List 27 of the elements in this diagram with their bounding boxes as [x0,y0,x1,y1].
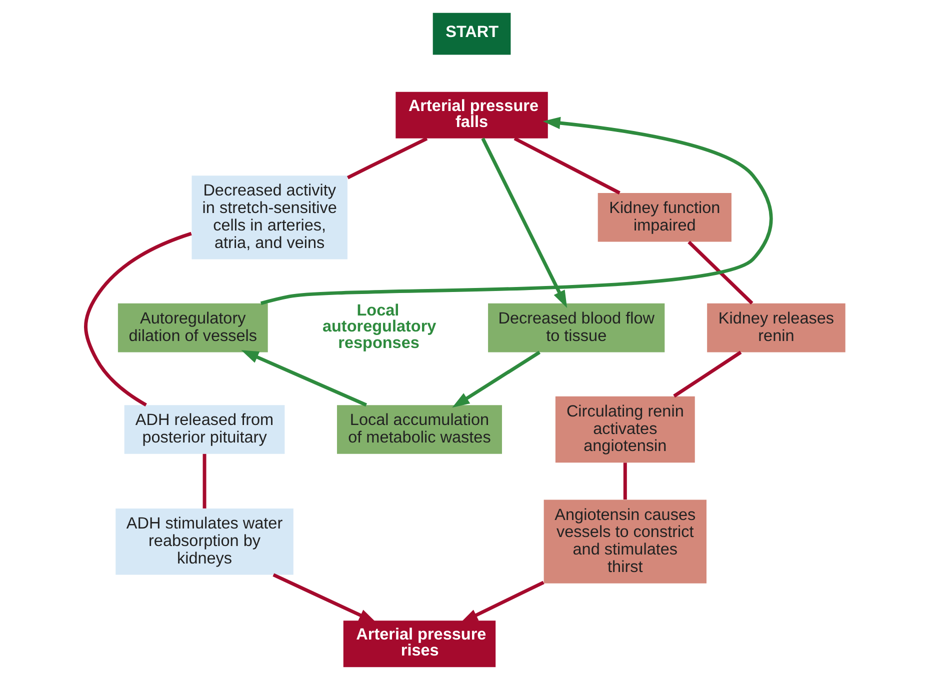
connector [623,462,627,500]
node-box: Arterial pressure rises [343,620,496,668]
arrow [241,350,367,407]
connector [202,454,206,508]
node-box: Autoregulatory dilation of vessels [118,303,268,352]
node-box: Decreased activity in stretch-sensitive cells in arteries, atria, and veins [192,176,348,260]
node-box: ADH released from posterior pituitary [124,405,285,454]
connector [514,136,620,194]
arrow [260,116,773,305]
label: Local autoregulatory responses [322,301,436,352]
node-box: Circulating renin activates angiotensin [555,396,695,463]
connector [673,350,742,398]
node-box: Decreased blood flow to tissue [488,303,665,352]
node-box: START [432,12,511,55]
connector [84,232,192,406]
node-box: Angiotensin causes vessels to constrict and stimulates thirst [544,500,706,584]
arrow [272,573,376,623]
arrow [481,138,568,308]
arrow [460,580,544,623]
node-box: ADH stimulates water reabsorption by kidneys [116,508,294,575]
arrow [452,350,540,408]
node-box: Local accumulation of metabolic wastes [336,405,502,454]
node-box: Arterial pressure falls [396,92,548,138]
node-box: Kidney function impaired [598,193,732,242]
connector [688,240,754,304]
connector [346,136,428,180]
node-box: Kidney releases renin [707,303,846,352]
